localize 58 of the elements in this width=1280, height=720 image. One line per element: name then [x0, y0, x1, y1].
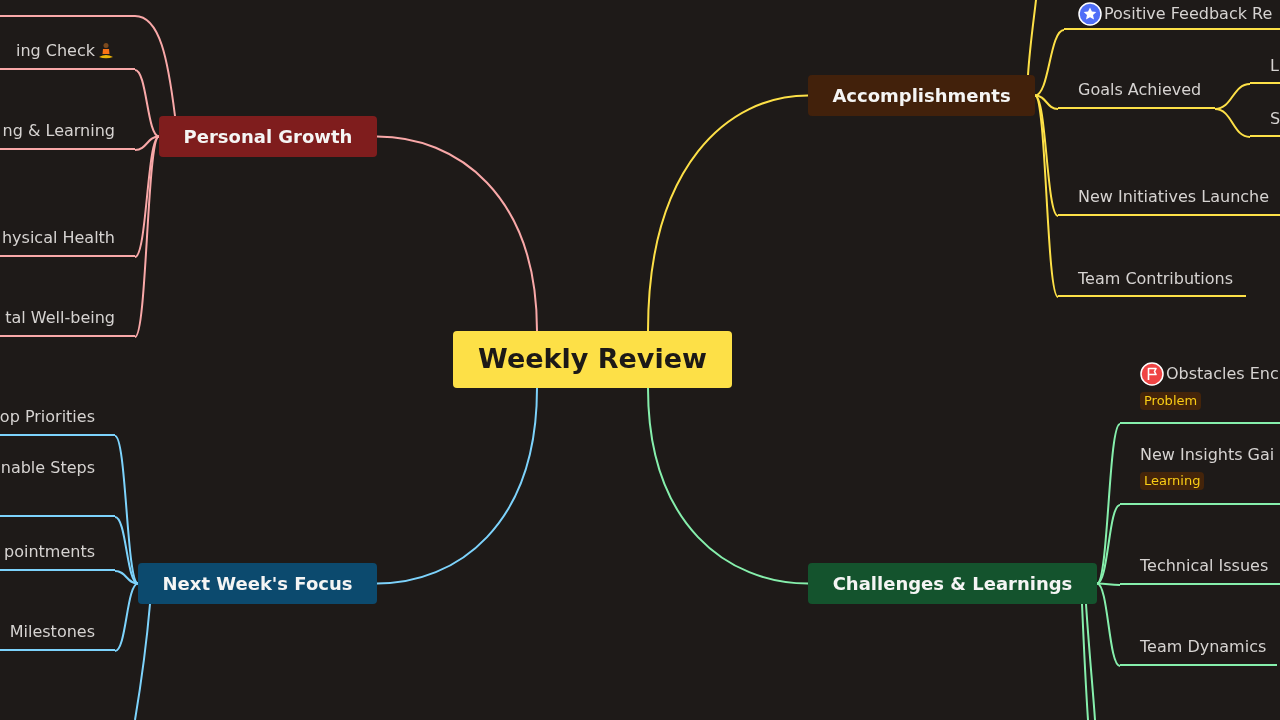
- topic-label: Personal Growth: [183, 125, 353, 149]
- underlined-topic: [1120, 360, 1280, 424]
- branch-line: [1034, 94, 1059, 298]
- tag-label: Problem: [1140, 392, 1202, 410]
- topic-label: S: [1270, 108, 1280, 130]
- topic-label: Obstacles Enc: [1166, 363, 1279, 385]
- branch-line: [114, 516, 139, 585]
- branch-line: [376, 387, 538, 585]
- topic-label: New Insights Gai: [1140, 444, 1275, 466]
- branch-line: [376, 135, 538, 332]
- topic-label: Weekly Review: [478, 342, 707, 377]
- branch-line: [1085, 603, 1096, 720]
- topic-label: Positive Feedback Re: [1104, 3, 1273, 25]
- topic-label: tal Well-being: [5, 307, 115, 329]
- branch-line: [1027, 0, 1037, 76]
- branch-line: [647, 94, 809, 332]
- branch-line: [134, 69, 160, 138]
- topic-label: Team Contributions: [1078, 267, 1234, 290]
- topic-label: Goals Achieved: [1078, 78, 1202, 101]
- tag-label: Learning: [1140, 472, 1205, 490]
- topic-label: L: [1270, 55, 1279, 77]
- branch-line: [114, 582, 139, 652]
- underlined-topic: [1064, 0, 1280, 30]
- topic-label: ing Check: [15, 40, 95, 62]
- branch-line: [1214, 108, 1251, 138]
- branch-topic-box: [159, 116, 377, 157]
- topic-label: ng & Learning: [2, 120, 115, 142]
- branch-line: [647, 387, 809, 585]
- branch-line: [134, 135, 160, 338]
- branch-topic-box: [808, 563, 1097, 604]
- topic-label: pointments: [4, 541, 95, 563]
- topic-label: Technical Issues: [1140, 554, 1269, 577]
- branch-line: [1096, 582, 1121, 586]
- branch-line: [1096, 504, 1121, 585]
- topic-label: Next Week's Focus: [162, 572, 353, 596]
- branch-line: [134, 603, 151, 720]
- topic-label: nable Steps: [0, 457, 95, 479]
- branch-line: [114, 435, 139, 585]
- branch-line: [0, 15, 176, 117]
- branch-topic-box: [808, 75, 1035, 116]
- branch-line: [1096, 582, 1121, 667]
- branch-line: [134, 135, 160, 258]
- topic-label: op Priorities: [0, 406, 95, 428]
- topic-label: Accomplishments: [832, 84, 1011, 108]
- branch-line: [1034, 94, 1059, 217]
- branch-line: [1034, 29, 1065, 97]
- branch-line: [1034, 94, 1059, 110]
- topic-label: Challenges & Learnings: [832, 572, 1073, 596]
- topic-label: hysical Health: [1, 227, 115, 249]
- branch-line: [1081, 603, 1089, 720]
- topic-label: Milestones: [9, 621, 95, 643]
- branch-topic-box: [138, 563, 377, 604]
- branch-line: [114, 570, 139, 585]
- branch-line: [134, 135, 160, 151]
- topic-label: Team Dynamics: [1140, 636, 1267, 658]
- topic-label: New Initiatives Launche: [1078, 186, 1270, 208]
- central-topic-box: [453, 331, 732, 388]
- branch-line: [1096, 423, 1121, 585]
